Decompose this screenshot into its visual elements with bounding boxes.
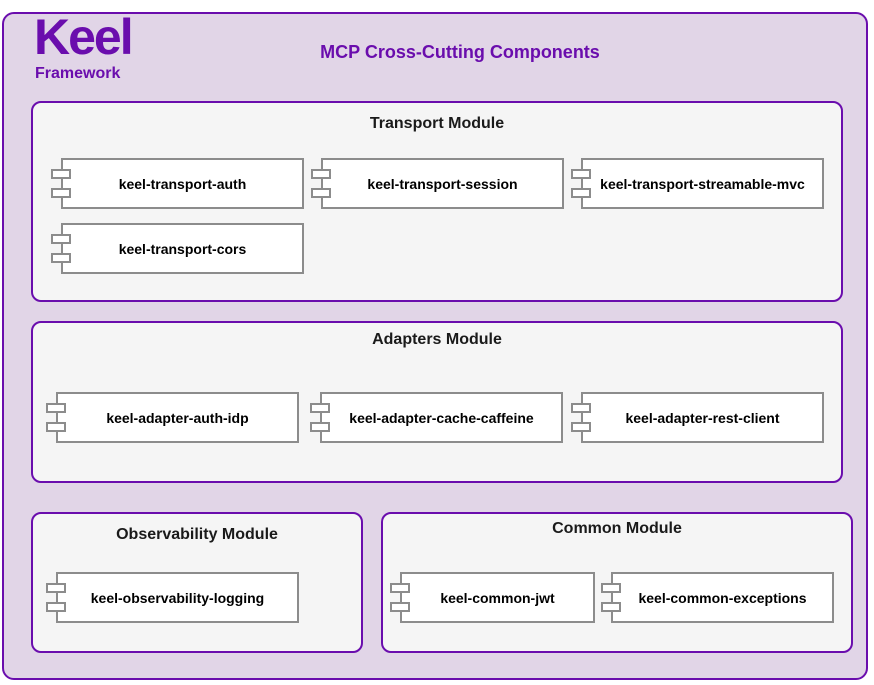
component-icon xyxy=(51,253,71,263)
common-module: Common Module keel-common-jwt keel-commo… xyxy=(381,512,853,653)
keel-logo: Keel Framework xyxy=(34,12,154,88)
component-label: keel-transport-cors xyxy=(118,240,247,257)
component-box xyxy=(56,392,299,443)
component-icon xyxy=(601,602,621,612)
component-box xyxy=(400,572,595,623)
component-keel-common-exceptions: keel-common-exceptions xyxy=(601,572,834,623)
component-label: keel-adapter-rest-client xyxy=(625,409,780,426)
component-label: keel-adapter-cache-caffeine xyxy=(349,409,534,426)
component-label: keel-adapter-auth-idp xyxy=(106,409,249,426)
component-keel-adapter-cache-caffeine: keel-adapter-cache-caffeine xyxy=(310,392,563,443)
component-box xyxy=(56,572,299,623)
component-box xyxy=(321,158,564,209)
observability-module: Observability Module keel-observability-… xyxy=(31,512,363,653)
diagram-title: MCP Cross-Cutting Components xyxy=(320,42,600,62)
component-keel-transport-cors: keel-transport-cors xyxy=(51,223,304,274)
component-label: keel-transport-streamable-mvc xyxy=(600,175,805,192)
logo-wordmark: Keel xyxy=(34,9,134,65)
component-box xyxy=(611,572,834,623)
component-keel-transport-session: keel-transport-session xyxy=(311,158,564,209)
component-box xyxy=(61,223,304,274)
component-icon xyxy=(571,422,591,432)
component-keel-transport-streamable-mvc: keel-transport-streamable-mvc xyxy=(571,158,824,209)
component-icon xyxy=(310,403,330,413)
module-title: Adapters Module xyxy=(372,331,502,348)
logo-subtitle: Framework xyxy=(35,65,121,82)
adapters-module: Adapters Module keel-adapter-auth-idp ke… xyxy=(31,321,843,483)
component-icon xyxy=(46,583,66,593)
component-label: keel-transport-session xyxy=(367,175,518,192)
component-keel-adapter-rest-client: keel-adapter-rest-client xyxy=(571,392,824,443)
component-icon xyxy=(390,602,410,612)
module-title: Common Module xyxy=(552,520,682,537)
component-keel-adapter-auth-idp: keel-adapter-auth-idp xyxy=(46,392,299,443)
component-keel-common-jwt: keel-common-jwt xyxy=(390,572,595,623)
component-label: keel-common-exceptions xyxy=(638,589,807,606)
transport-module: Transport Module keel-transport-auth kee… xyxy=(31,101,843,302)
component-icon xyxy=(571,169,591,179)
component-keel-transport-auth: keel-transport-auth xyxy=(51,158,304,209)
component-icon xyxy=(310,422,330,432)
module-title: Observability Module xyxy=(116,526,278,543)
component-icon xyxy=(46,403,66,413)
component-icon xyxy=(46,602,66,612)
component-box xyxy=(320,392,563,443)
component-icon xyxy=(51,188,71,198)
module-title: Transport Module xyxy=(369,115,505,132)
component-icon xyxy=(51,169,71,179)
component-box xyxy=(61,158,304,209)
component-icon xyxy=(571,403,591,413)
component-icon xyxy=(571,188,591,198)
component-box xyxy=(581,392,824,443)
component-label: keel-transport-auth xyxy=(118,175,247,192)
component-keel-observability-logging: keel-observability-logging xyxy=(46,572,299,623)
component-label: keel-observability-logging xyxy=(90,589,265,606)
component-label: keel-common-jwt xyxy=(440,589,555,606)
component-icon xyxy=(51,234,71,244)
component-icon xyxy=(601,583,621,593)
component-icon xyxy=(311,169,331,179)
component-icon xyxy=(311,188,331,198)
component-icon xyxy=(46,422,66,432)
component-icon xyxy=(390,583,410,593)
component-box xyxy=(581,158,824,209)
